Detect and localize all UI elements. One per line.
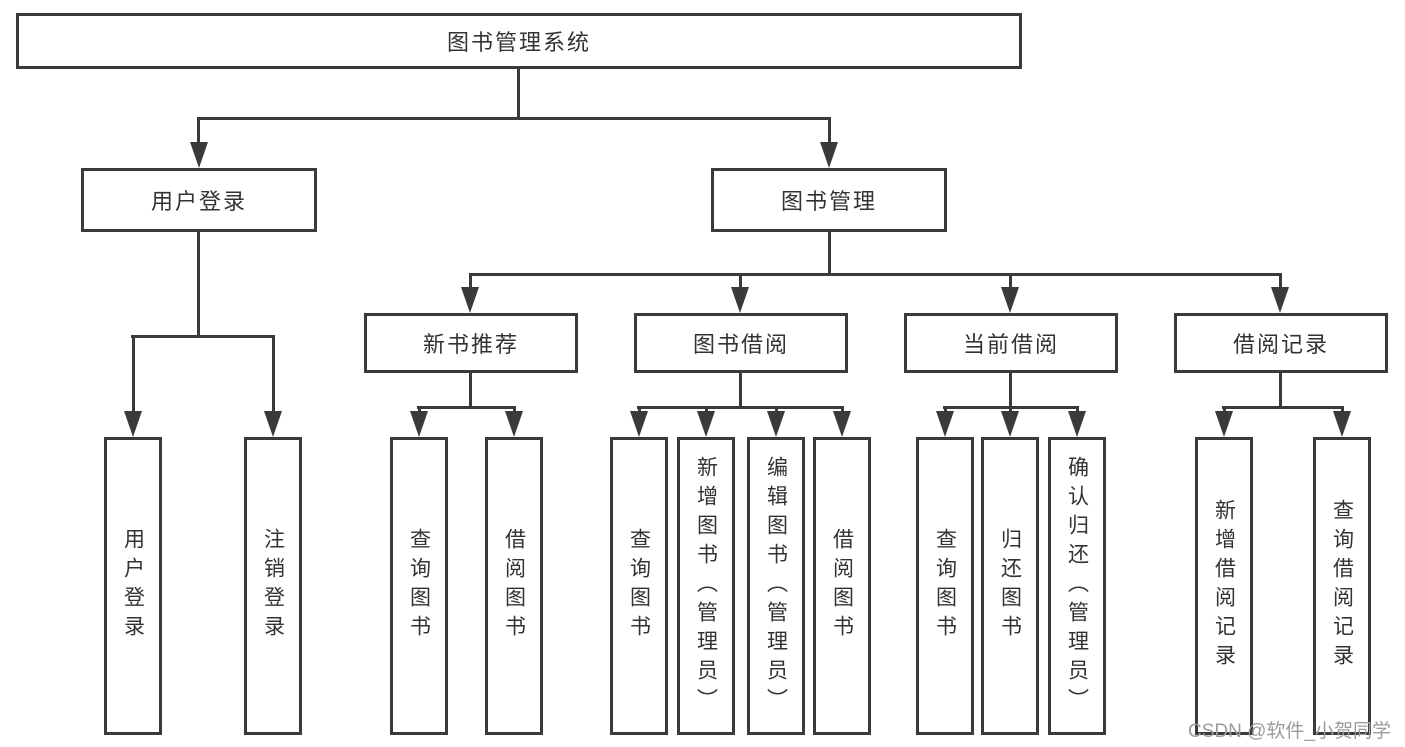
connector-hline [1222, 406, 1344, 409]
connector-vline [739, 373, 742, 406]
node-user-login: 用户登录 [81, 168, 317, 232]
connector-stem [418, 406, 421, 413]
arrow-down [410, 411, 428, 437]
leaf-user-login: 用户登录 [104, 437, 162, 735]
connector-vline [197, 232, 200, 335]
arrow-down [1001, 287, 1019, 313]
connector-hline [469, 273, 1282, 276]
leaf-label: 确认归还（管理员） [1065, 455, 1089, 717]
leaf-borrow-books-borrow: 借阅图书 [813, 437, 871, 735]
connector-stem [513, 406, 516, 413]
leaf-confirm-return-admin: 确认归还（管理员） [1048, 437, 1106, 735]
node-library-system: 图书管理系统 [16, 13, 1022, 69]
arrow-down [1068, 411, 1086, 437]
leaf-logout: 注销登录 [244, 437, 302, 735]
leaf-label: 新增借阅记录 [1212, 499, 1236, 673]
node-book-management: 图书管理 [711, 168, 947, 232]
leaf-borrow-books-recommend: 借阅图书 [485, 437, 543, 735]
connector-stem [132, 335, 135, 411]
leaf-label: 借阅图书 [502, 528, 526, 644]
connector-vline [469, 373, 472, 406]
node-new-book-recommend: 新书推荐 [364, 313, 578, 373]
leaf-add-book-admin: 新增图书（管理员） [677, 437, 735, 735]
arrow-down [697, 411, 715, 437]
connector-stem [1223, 406, 1226, 413]
connector-hline [197, 117, 831, 120]
node-book-borrow: 图书借阅 [634, 313, 848, 373]
connector-vline [1009, 373, 1012, 406]
leaf-query-books-borrow: 查询图书 [610, 437, 668, 735]
arrow-down [1215, 411, 1233, 437]
node-label: 借阅记录 [1232, 332, 1329, 357]
node-current-borrow: 当前借阅 [904, 313, 1118, 373]
connector-stem [705, 406, 708, 413]
connector-stem [775, 406, 778, 413]
node-label: 图书管理系统 [446, 30, 591, 55]
arrow-down [833, 411, 851, 437]
connector-stem [1076, 406, 1079, 413]
leaf-label: 编辑图书（管理员） [764, 455, 788, 717]
arrow-down [1001, 411, 1019, 437]
leaf-label: 归还图书 [998, 528, 1022, 644]
node-label: 新书推荐 [422, 332, 519, 357]
node-label: 用户登录 [150, 189, 247, 214]
leaf-label: 查询图书 [407, 528, 431, 644]
connector-vline [517, 69, 520, 117]
arrow-down [461, 287, 479, 313]
node-label: 图书管理 [780, 189, 877, 214]
watermark: CSDN @软件_小贺同学 [1188, 721, 1391, 742]
arrow-down [630, 411, 648, 437]
leaf-label: 查询图书 [627, 528, 651, 644]
leaf-edit-book-admin: 编辑图书（管理员） [747, 437, 805, 735]
connector-stem [1009, 406, 1012, 413]
connector-stem [1009, 273, 1012, 289]
connector-hline [637, 406, 844, 409]
arrow-down [124, 411, 142, 437]
connector-stem [739, 273, 742, 289]
connector-stem [638, 406, 641, 413]
arrow-down [767, 411, 785, 437]
connector-vline [828, 232, 831, 273]
leaf-label: 注销登录 [261, 528, 285, 644]
arrow-down [264, 411, 282, 437]
connector-stem [944, 406, 947, 413]
node-label: 图书借阅 [692, 332, 789, 357]
leaf-query-books-current: 查询图书 [916, 437, 974, 735]
leaf-query-books-recommend: 查询图书 [390, 437, 448, 735]
node-label: 当前借阅 [962, 332, 1059, 357]
connector-vline [1279, 373, 1282, 406]
leaf-label: 查询图书 [933, 528, 957, 644]
connector-stem [1341, 406, 1344, 413]
connector-hline [131, 335, 274, 338]
leaf-label: 新增图书（管理员） [694, 455, 718, 717]
arrow-down [936, 411, 954, 437]
arrow-down [731, 287, 749, 313]
connector-stem [272, 335, 275, 411]
connector-stem [828, 117, 831, 144]
arrow-down [1271, 287, 1289, 313]
leaf-label: 查询借阅记录 [1330, 499, 1354, 673]
arrow-down [820, 142, 838, 168]
connector-stem [469, 273, 472, 289]
leaf-label: 用户登录 [121, 528, 145, 644]
connector-stem [841, 406, 844, 413]
connector-stem [197, 117, 200, 144]
leaf-query-borrow-record: 查询借阅记录 [1313, 437, 1371, 735]
connector-stem [1279, 273, 1282, 289]
leaf-add-borrow-record: 新增借阅记录 [1195, 437, 1253, 735]
connector-hline [417, 406, 516, 409]
node-borrow-records: 借阅记录 [1174, 313, 1388, 373]
arrow-down [190, 142, 208, 168]
arrow-down [1333, 411, 1351, 437]
leaf-label: 借阅图书 [830, 528, 854, 644]
leaf-return-books: 归还图书 [981, 437, 1039, 735]
arrow-down [505, 411, 523, 437]
